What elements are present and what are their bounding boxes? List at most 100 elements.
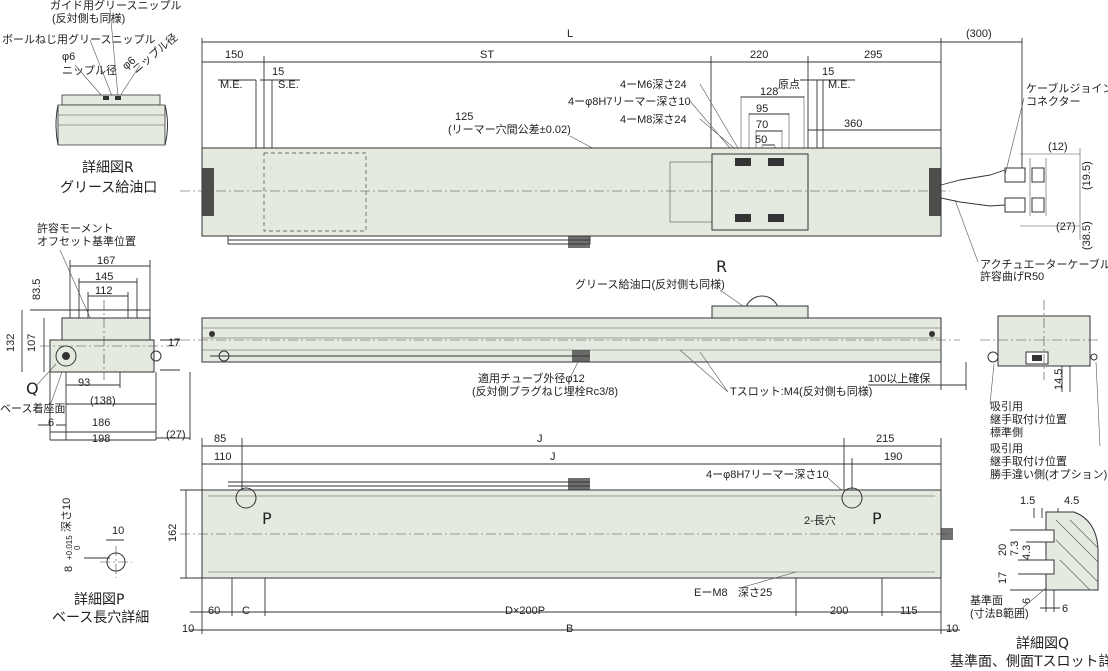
detail-p-title: 詳細図P: [74, 592, 124, 608]
clearance-label: 100以上確保: [868, 371, 930, 385]
dim-110: 110: [214, 451, 232, 463]
dim-360: 360: [844, 118, 862, 130]
side-view: R グリース給油口(反対側も同様) 適用チューブ外径φ12 (反対側プラグねじ埋…: [180, 257, 1107, 481]
dim-300: (300): [966, 28, 992, 40]
bend-radius-label: 許容曲げR50: [980, 269, 1044, 283]
moment-label-1: 許容モーメント: [37, 221, 114, 235]
depth-10-label: 深さ10: [60, 498, 73, 532]
q-marker: Q: [26, 379, 39, 398]
ball-nipple-label: ボールねじ用グリースニップル: [2, 32, 155, 46]
dim-150: 150: [225, 49, 243, 61]
dim-10-right: 10: [946, 623, 958, 635]
dim-15-right: 15: [822, 66, 834, 78]
tube-label-2: (反対側プラグねじ埋栓Rc3/8): [472, 384, 618, 398]
dim-17-end: 17: [168, 337, 180, 349]
dim-115: 115: [900, 605, 918, 617]
top-view-body: [201, 147, 942, 237]
dim-70: 70: [756, 119, 768, 131]
guide-nipple-note: (反対側も同様): [52, 11, 125, 25]
dim-93: 93: [78, 377, 90, 389]
cable-joint-label: ケーブルジョイント: [1026, 81, 1108, 95]
me-label-right: M.E.: [828, 79, 851, 91]
se-label: S.E.: [278, 79, 299, 91]
dim-107: 107: [26, 334, 38, 352]
dim-14-5: 14.5: [1053, 369, 1065, 390]
dim-12: (12): [1048, 141, 1068, 153]
dim-132: 132: [5, 334, 17, 352]
m6-callout: 4ーM6深さ24: [620, 78, 687, 91]
tslot-label: Tスロット:M4(反対側も同様): [730, 384, 872, 398]
ref-face-label: 基準面: [970, 593, 1003, 607]
dim-15-left: 15: [272, 66, 284, 78]
suction-opt-3: 勝手違い側(オプション): [990, 467, 1107, 481]
ref-range-label: (寸法B範囲): [970, 606, 1029, 620]
suction-opt-2: 継手取付け位置: [990, 454, 1067, 468]
dim-J2: J: [550, 451, 556, 463]
detail-q-title: 詳細図Q: [1016, 636, 1069, 652]
dim-220: 220: [750, 49, 768, 61]
dim-1-5: 1.5: [1020, 495, 1035, 507]
dim-145: 145: [95, 271, 113, 283]
detail-p-subtitle: ベース長穴詳細: [52, 610, 149, 626]
reamer-tolerance: (リーマー穴間公差±0.02): [448, 122, 571, 136]
phi8-bottom-callout: 4ーφ8H7リーマー深さ10: [706, 468, 829, 481]
dim-38-5: (38.5): [1081, 221, 1093, 250]
detail-r-title: 詳細図R: [82, 160, 134, 176]
dim-L: L: [567, 28, 573, 40]
dim-167: 167: [97, 255, 115, 267]
me-label-left: M.E.: [220, 79, 243, 91]
suction-std-2: 継手取付け位置: [990, 412, 1067, 426]
dim-83-5: 83.5: [31, 279, 43, 300]
phi6-label-a: φ6: [62, 51, 75, 63]
tube-label-1: 適用チューブ外径φ12: [478, 371, 585, 385]
origin-label: 原点: [778, 78, 800, 91]
dim-7-3: 7.3: [1009, 541, 1021, 556]
grease-port-label: グリース給油口(反対側も同様): [575, 277, 725, 291]
dim-95: 95: [756, 103, 768, 115]
detail-r-subtitle: グリース給油口: [60, 180, 157, 196]
dim-6: 6: [48, 417, 54, 429]
dim-138: (138): [90, 395, 116, 407]
suction-opt-1: 吸引用: [990, 441, 1023, 455]
dim-6-q-b: 6: [1062, 603, 1068, 615]
dim-60: 60: [208, 605, 220, 617]
dim-27-cable: (27): [1056, 221, 1076, 233]
phi8-callout: 4ーφ8H7リーマー深さ10: [568, 95, 691, 108]
dim-J1: J: [537, 433, 543, 445]
dim-B: B: [566, 623, 573, 635]
r-marker: R: [716, 257, 727, 276]
top-view: L (300) 150 ST 220 295 M.E. 15 S.E. 原点 1…: [180, 28, 1108, 283]
nipple-dia-label-a: ニップル径: [62, 64, 117, 77]
detail-q-subtitle: 基準面、側面Tスロット詳細: [950, 653, 1108, 670]
moment-label-2: オフセット基準位置: [37, 234, 136, 248]
suction-std-3: 標準側: [990, 425, 1023, 439]
dim-125: 125: [455, 111, 473, 123]
dim-162: 162: [167, 524, 179, 542]
detail-p: 深さ10 +0.015 0 8 10 詳細図P ベース長穴詳細: [52, 498, 149, 626]
dim-190: 190: [884, 451, 902, 463]
p-marker-right: P: [872, 509, 882, 528]
actuator-cable-label: アクチュエーターケーブル: [980, 257, 1108, 271]
dim-19-5: (19.5): [1081, 161, 1093, 190]
tol-upper: +0.015: [65, 535, 74, 560]
dim-C: C: [242, 605, 250, 617]
side-slider: [711, 305, 809, 319]
detail-r: ガイド用グリースニップル (反対側も同様) ボールねじ用グリースニップル φ6 …: [2, 0, 181, 196]
suction-std-1: 吸引用: [990, 399, 1023, 413]
dim-6-q-a: 6: [1021, 598, 1033, 604]
detail-q: 1.5 4.5 20 7.3 4.3 17 6 6 基準面 (寸法B範囲) 詳細…: [950, 495, 1108, 670]
bottom-view: 85 J 215 110 J 190 4ーφ8H7リーマー深さ10 P 2-長穴…: [167, 433, 960, 635]
base-face-label: ベース着座面: [0, 401, 65, 415]
dim-20-q: 20: [997, 544, 1009, 556]
dim-27-end: (27): [166, 429, 186, 441]
dim-200: 200: [830, 605, 848, 617]
dim-10-left: 10: [182, 623, 194, 635]
connector-label: コネクター: [1026, 95, 1081, 108]
end-view: 許容モーメント オフセット基準位置 167 145 112 83.5 132 1…: [0, 221, 191, 445]
slot-label: 2-長穴: [804, 513, 836, 527]
tol-lower: 0: [73, 545, 82, 550]
depth-25-label: 深さ25: [738, 586, 772, 599]
guide-nipple-label: ガイド用グリースニップル: [50, 0, 181, 12]
dim-8-p: 8: [63, 566, 75, 572]
